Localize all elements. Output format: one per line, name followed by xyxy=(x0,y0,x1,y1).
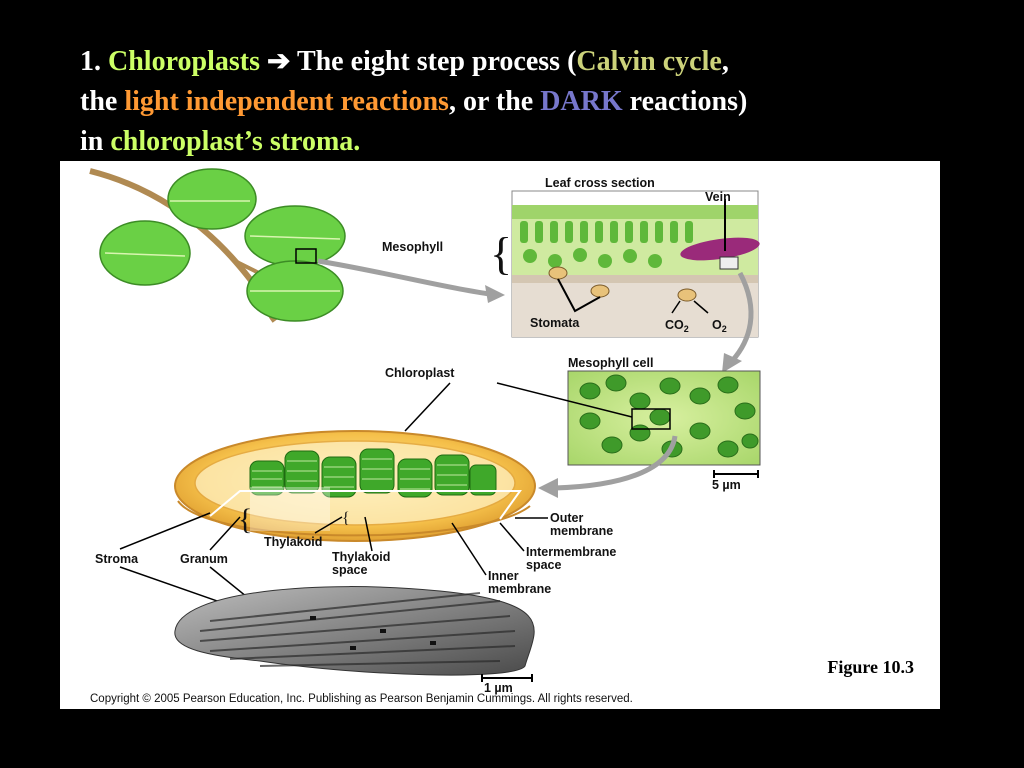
scale-bar-1um xyxy=(481,674,533,682)
copyright-notice: Copyright © 2005 Pearson Education, Inc.… xyxy=(90,693,633,705)
thylakoid-pointer xyxy=(314,516,343,534)
scale-bar-5um xyxy=(713,470,759,478)
title-calvin: Calvin cycle xyxy=(576,46,722,77)
title-part4: reactions) xyxy=(629,86,748,117)
outer-membrane-label-1: Outer xyxy=(550,511,583,525)
thylakoid-space-label-1: Thylakoid xyxy=(332,550,390,564)
title-part3: , or the xyxy=(448,86,534,117)
title-in: in xyxy=(80,126,104,157)
title-arrow: ➔ xyxy=(266,46,291,77)
zoom-arrow-3 xyxy=(554,435,678,491)
figure-svg: Leaf cross section xyxy=(89,168,761,695)
chloroplast-pointer-1 xyxy=(404,382,451,432)
chloroplast-diagram xyxy=(174,430,536,542)
granum-brace: { xyxy=(238,503,252,536)
scale-5um-label: 5 µm xyxy=(712,478,741,492)
inner-membrane-pointer xyxy=(451,522,487,576)
leaf-zoom-box xyxy=(295,248,317,264)
chloroplast-micrograph xyxy=(174,586,535,676)
title-term: Chloroplasts xyxy=(108,46,260,77)
zoom-arrowhead-3 xyxy=(538,478,558,498)
scale-1um-label: 1 µm xyxy=(484,681,513,695)
stroma-label: Stroma xyxy=(95,552,139,566)
title-stroma: chloroplast’s stroma. xyxy=(110,126,361,157)
title-light: light independent reactions xyxy=(124,86,449,117)
thylakoid-space-pointer xyxy=(364,516,373,552)
title-number: 1. xyxy=(80,46,101,77)
thylakoid-label: Thylakoid xyxy=(264,535,322,549)
zoom-arrowhead-1 xyxy=(485,285,505,303)
zoom-arrow-1 xyxy=(317,258,491,297)
mesophyll-label: Mesophyll xyxy=(382,240,443,254)
slide-title: 1. Chloroplasts ➔ The eight step process… xyxy=(80,42,980,162)
mesophyll-cell-image xyxy=(567,370,761,466)
leaf-cross-section-label: Leaf cross section xyxy=(545,176,655,190)
granum-label: Granum xyxy=(180,552,228,566)
co2-label: CO2 xyxy=(665,318,689,334)
outer-membrane-label-2: membrane xyxy=(550,524,613,538)
vein-label: Vein xyxy=(705,190,731,204)
chloroplast-pointer-2 xyxy=(496,382,633,418)
stomata-label: Stomata xyxy=(530,316,580,330)
thylakoid-space-label-2: space xyxy=(332,563,367,577)
zoom-arrowhead-2 xyxy=(722,353,742,373)
intermembrane-label-2: space xyxy=(526,558,561,572)
figure-number: Figure 10.3 xyxy=(827,657,914,677)
inner-membrane-label-2: membrane xyxy=(488,582,551,596)
title-part2: , xyxy=(721,46,729,77)
title-dark: DARK xyxy=(540,86,623,117)
title-the: the xyxy=(80,86,118,117)
intermembrane-label-1: Intermembrane xyxy=(526,545,616,559)
zoom-arrow-2 xyxy=(730,271,754,363)
thylakoid-brace: { xyxy=(342,510,350,527)
chloroplast-figure: Leaf cross section xyxy=(60,161,940,709)
title-part1: The eight step process ( xyxy=(296,46,577,77)
stroma-pointer-1 xyxy=(119,512,211,550)
leaf-cross-section xyxy=(511,190,760,338)
chloroplast-label: Chloroplast xyxy=(385,366,455,380)
inner-membrane-label-1: Inner xyxy=(488,569,519,583)
mesophyll-cell-label: Mesophyll cell xyxy=(568,356,653,370)
intermembrane-pointer xyxy=(499,522,525,552)
mesophyll-brace: { xyxy=(490,228,512,279)
o2-label: O2 xyxy=(712,318,727,334)
leaf-branch xyxy=(89,168,346,323)
granum-pointer-1 xyxy=(209,516,241,551)
